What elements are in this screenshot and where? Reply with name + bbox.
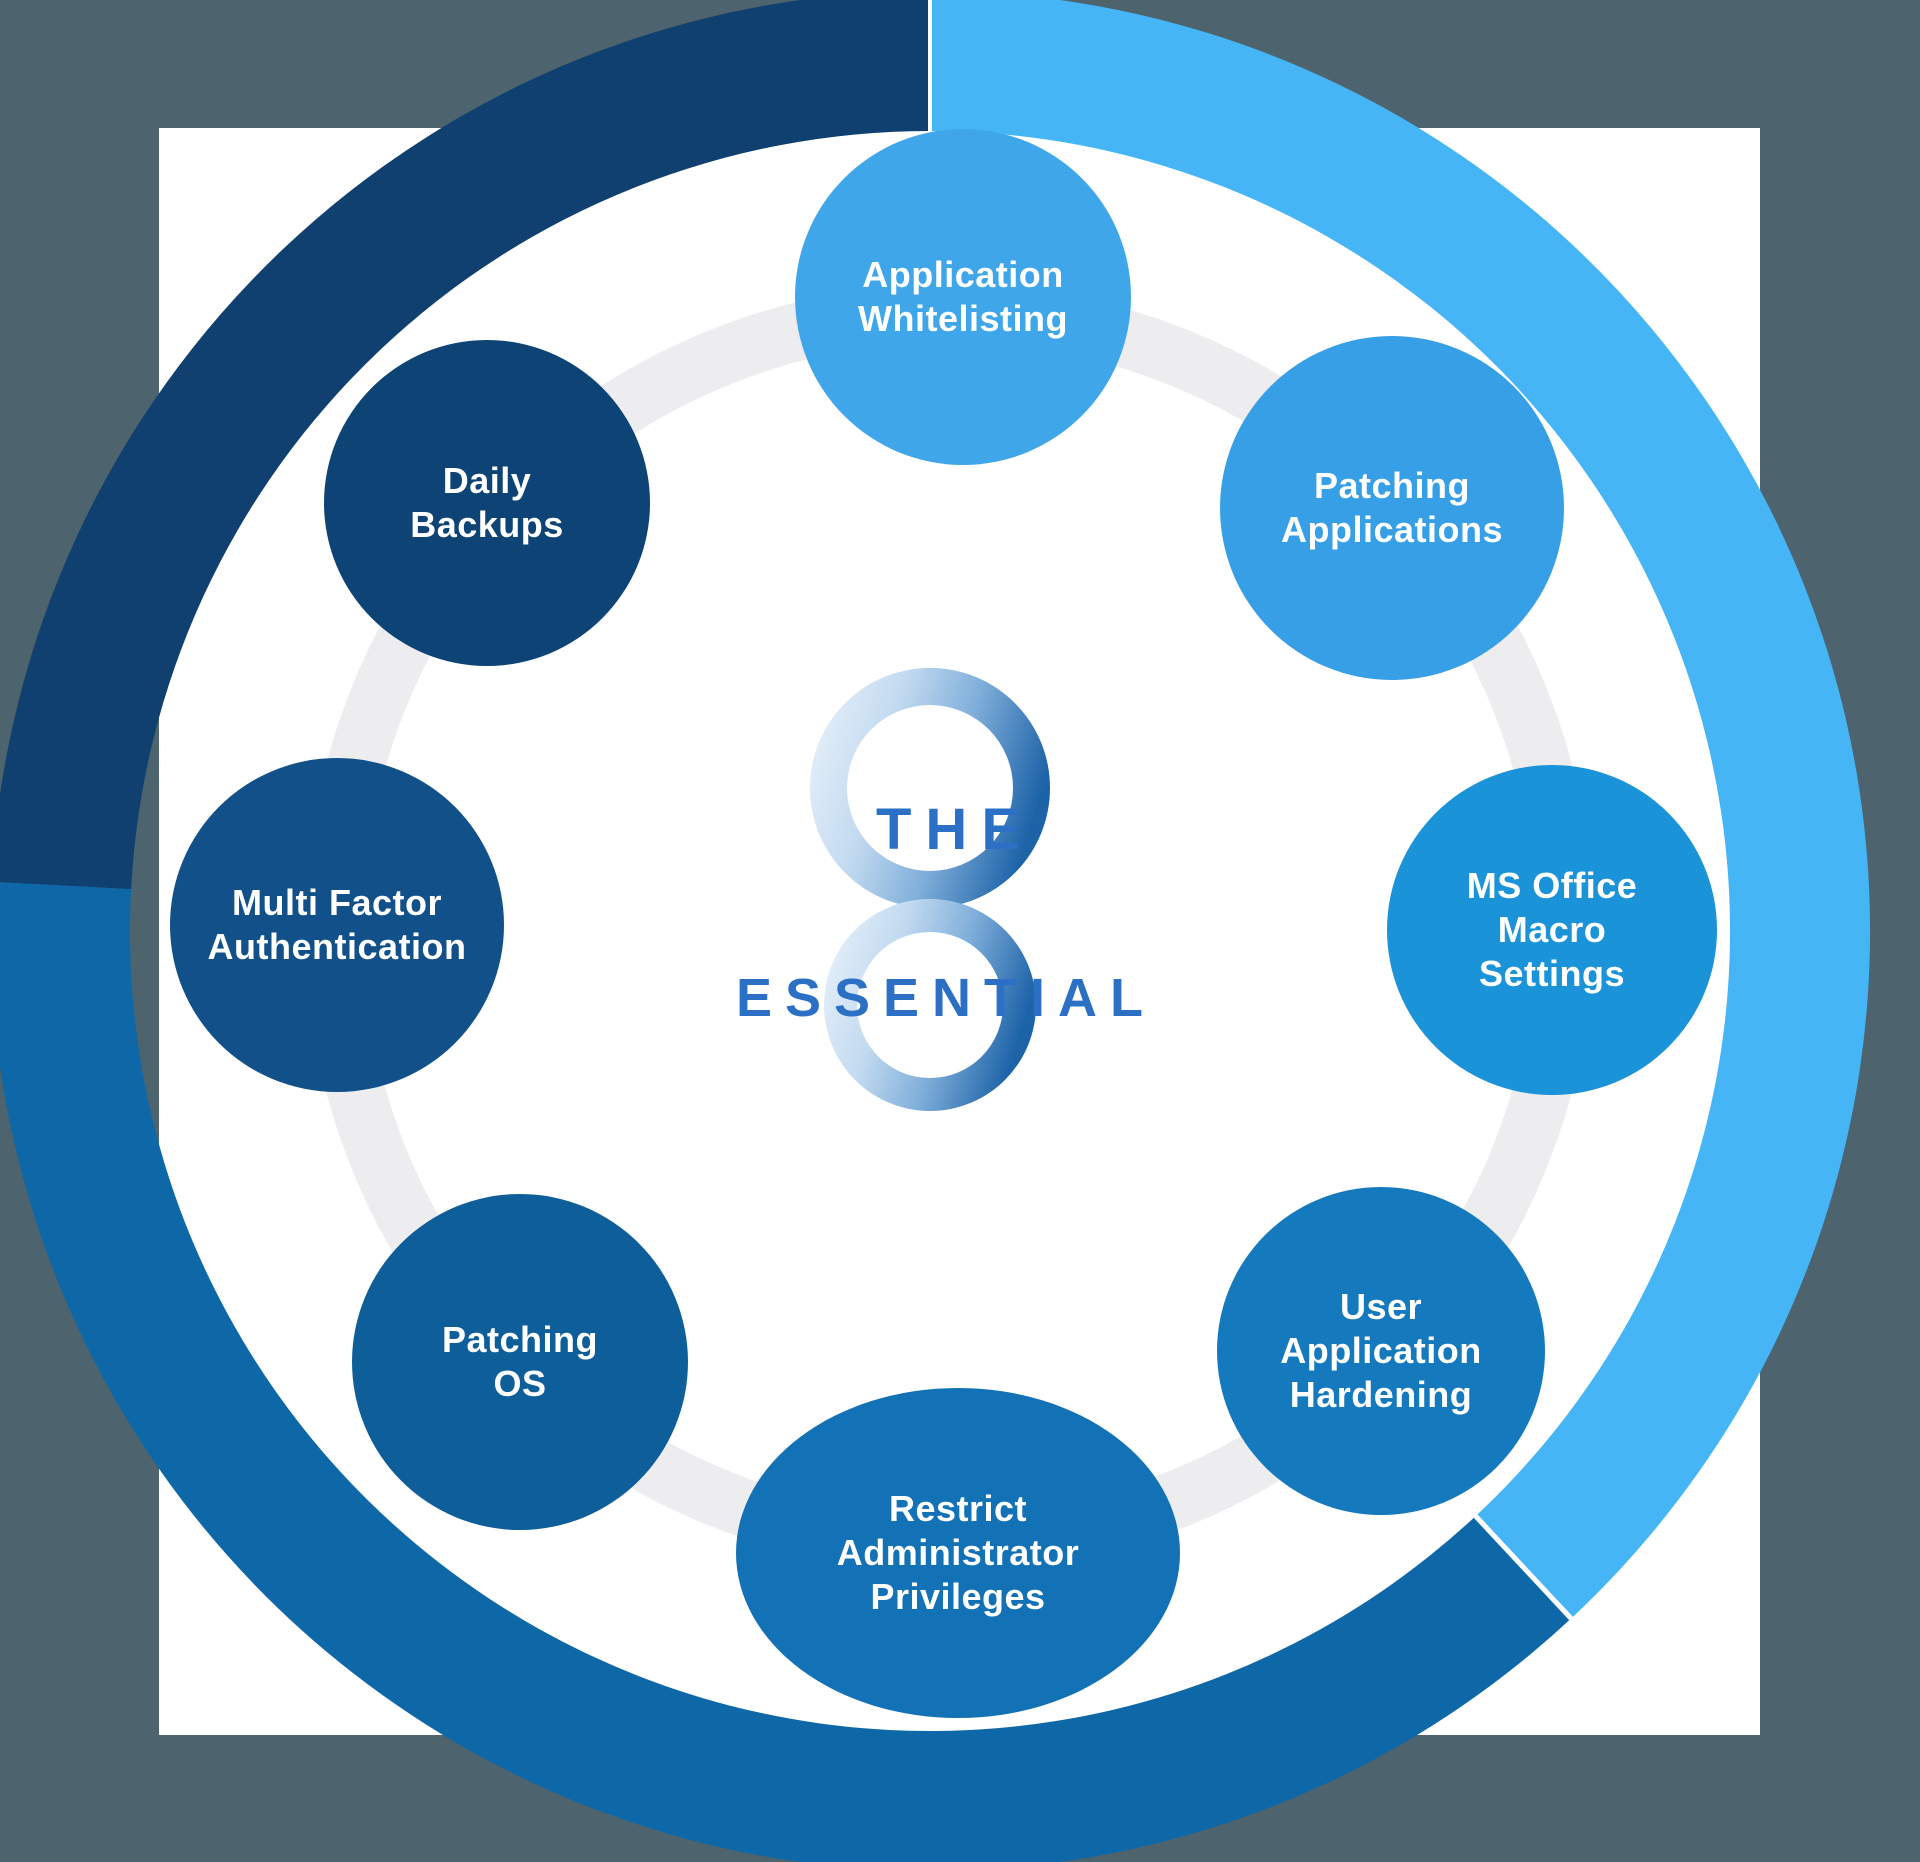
node-multi-factor-authentication: Multi Factor Authentication [170,758,504,1092]
node-ms-office-macro-settings: MS Office Macro Settings [1387,765,1717,1095]
node-label: Multi Factor Authentication [207,882,467,967]
outer-ring-right-arc [930,0,1871,1619]
node-application-whitelisting: Application Whitelisting [795,129,1131,465]
node-user-application-hardening: User Application Hardening [1217,1187,1545,1515]
logo-essential-text: ESSENTIAL [736,968,1156,1028]
node-patching-applications: Patching Applications [1220,336,1564,680]
essential-8-glyph [810,667,1050,1111]
node-patching-os: Patching OS [352,1194,688,1530]
node-label: Patching OS [441,1319,598,1404]
node-restrict-administrator-privileges: Restrict Administrator Privileges [736,1388,1180,1718]
node-label: User Application Hardening [1280,1286,1482,1415]
node-label: Patching Applications [1280,465,1504,550]
node-label: Restrict Administrator Privileges [836,1488,1080,1617]
outer-ring-top-left-arc [0,0,930,890]
node-daily-backups: Daily Backups [324,340,650,666]
node-label: Application Whitelisting [858,254,1068,339]
node-label: Daily Backups [410,460,564,545]
logo-the-text: THE [876,797,1034,862]
node-label: MS Office Macro Settings [1466,865,1638,994]
ring-gap-bottom-right [1473,1514,1573,1621]
outer-ring-bottom-arc [0,882,1572,1862]
